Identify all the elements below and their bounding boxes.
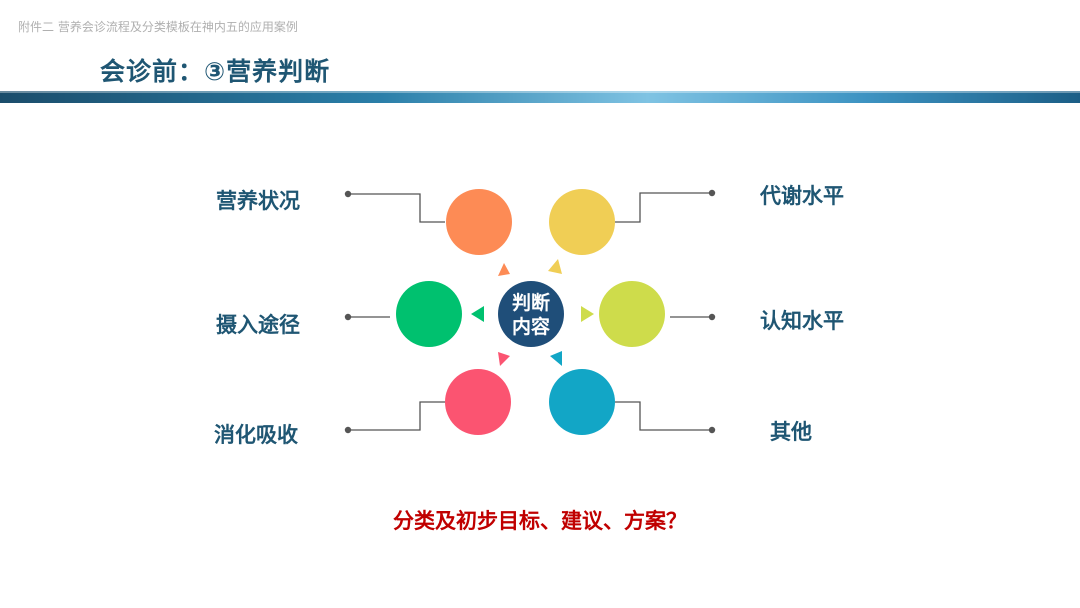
label-digestion-absorption: 消化吸收 <box>214 423 298 447</box>
node-nutrition-status <box>446 189 512 255</box>
label-metabolism-level: 代谢水平 <box>760 184 844 208</box>
node-other <box>549 369 615 435</box>
node-intake-route <box>396 281 462 347</box>
arrow-cognition-level <box>581 306 594 322</box>
title-band <box>0 91 1080 103</box>
connector-dot-intake-route <box>344 313 352 321</box>
label-other: 其他 <box>770 420 812 444</box>
arrow-metabolism-level <box>548 259 562 274</box>
connector-dot-nutrition-status <box>344 190 352 198</box>
node-metabolism-level <box>549 189 615 255</box>
header-note: 附件二 营养会诊流程及分类模板在神内五的应用案例 <box>18 20 298 34</box>
arrow-digestion-absorption <box>498 352 510 366</box>
label-intake-route: 摄入途径 <box>216 313 300 337</box>
label-nutrition-status: 营养状况 <box>216 189 300 213</box>
connector-dot-cognition-level <box>708 313 716 321</box>
connector-other <box>615 401 712 431</box>
connector-metabolism-level <box>615 192 712 223</box>
node-cognition-level <box>599 281 665 347</box>
connector-digestion-absorption <box>348 401 445 431</box>
arrow-intake-route <box>471 306 484 322</box>
center-line2: 内容 <box>512 315 550 338</box>
arrow-nutrition-status <box>498 263 510 276</box>
slide-title: 会诊前：③营养判断 <box>100 57 331 86</box>
label-cognition-level: 认知水平 <box>760 309 844 333</box>
question-text: 分类及初步目标、建议、方案？ <box>393 509 687 533</box>
connector-dot-metabolism-level <box>708 189 716 197</box>
connector-nutrition-status <box>348 193 445 223</box>
node-digestion-absorption <box>445 369 511 435</box>
connector-dot-digestion-absorption <box>344 426 352 434</box>
center-node <box>498 281 564 347</box>
connector-dot-other <box>708 426 716 434</box>
center-line1: 判断 <box>512 291 550 314</box>
arrow-other <box>550 351 562 366</box>
